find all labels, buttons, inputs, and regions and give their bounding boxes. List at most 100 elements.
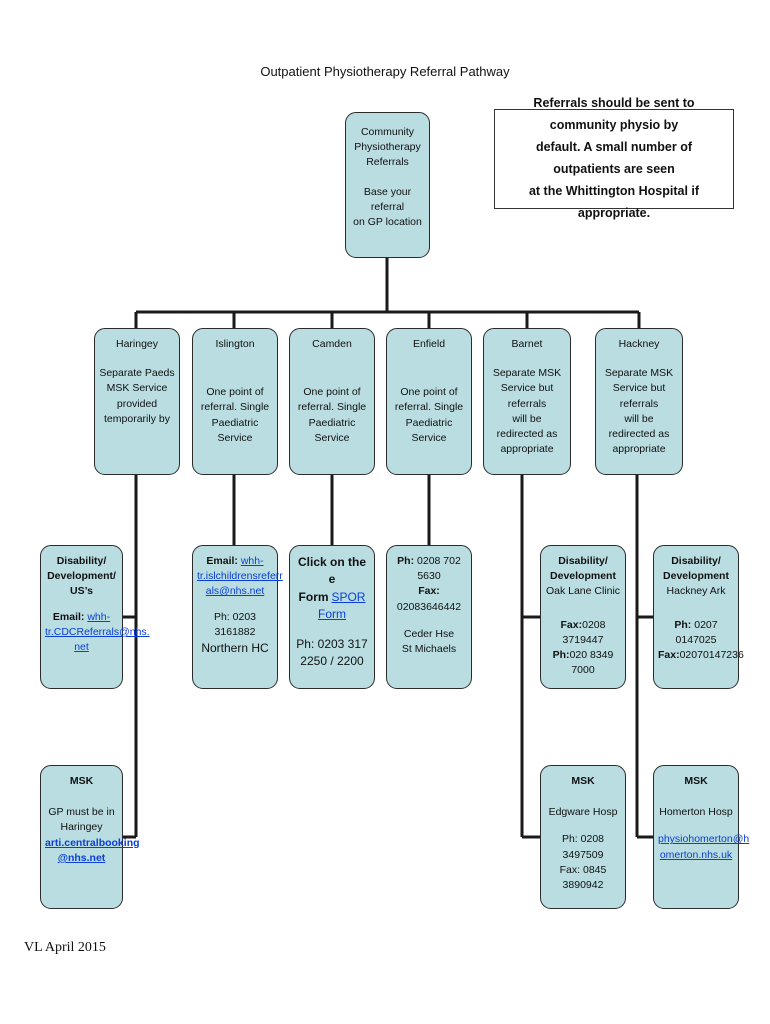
- root-line: Community: [360, 126, 415, 138]
- barnet-msk-box: MSK Edgware Hosp Ph: 0208 3497509 Fax: 0…: [540, 765, 626, 909]
- area-desc: Separate Paeds: [99, 367, 175, 380]
- site-text: Northern HC: [201, 641, 269, 656]
- fax-label: Fax:: [560, 618, 583, 631]
- email-link[interactable]: als@nhs.net: [205, 585, 265, 598]
- area-desc: Paediatric Service: [211, 416, 259, 444]
- area-desc: temporarily by: [104, 412, 170, 425]
- box-heading: Development: [663, 570, 729, 583]
- email-link[interactable]: tr.CDCReferrals@nhs.: [45, 625, 150, 638]
- email-link[interactable]: @nhs.net: [57, 851, 106, 864]
- area-desc: appropriate: [500, 443, 554, 456]
- area-desc: MSK Service: [106, 382, 168, 395]
- area-desc: appropriate: [612, 443, 666, 456]
- site-text: Hackney Ark: [666, 585, 726, 598]
- email-link[interactable]: arti.centralbooking: [45, 836, 140, 849]
- phone-text: 020 8349 7000: [569, 649, 614, 677]
- box-heading: MSK: [684, 775, 708, 787]
- email-link[interactable]: whh-: [240, 555, 264, 567]
- box-heading: Disability/: [558, 555, 608, 567]
- site-text: St Michaels: [401, 643, 457, 656]
- area-barnet-box: Barnet Separate MSK Service but referral…: [483, 328, 571, 475]
- phone-text: 2250 / 2200: [300, 653, 364, 668]
- phone-text: Ph: 0203 317: [296, 636, 368, 651]
- haringey-msk-box: MSK GP must be in Haringey arti.centralb…: [40, 765, 140, 909]
- box-heading: MSK: [69, 775, 94, 787]
- email-link[interactable]: net: [74, 641, 89, 654]
- box-heading: Development: [550, 570, 616, 583]
- email-link[interactable]: omerton.nhs.uk: [659, 848, 733, 861]
- enfield-contact-box: Ph: 0208 702 5630 Fax: 02083646442 Ceder…: [386, 545, 472, 689]
- area-desc: will be redirected as: [496, 412, 558, 441]
- area-desc: provided: [116, 397, 158, 410]
- area-desc: One point of: [400, 386, 458, 399]
- root-line: Physiotherapy: [354, 141, 421, 154]
- email-link[interactable]: tr.islchildrensreferr: [197, 570, 283, 583]
- area-enfield-box: Enfield One point of referral. Single Pa…: [386, 328, 472, 475]
- site-text: Homerton Hosp: [659, 806, 733, 819]
- area-name: Hackney: [618, 338, 660, 350]
- page-title: Outpatient Physiotherapy Referral Pathwa…: [260, 64, 510, 79]
- fax-text: 02070147236: [679, 649, 744, 662]
- email-label: Email:: [206, 555, 238, 567]
- area-desc: referral. Single: [394, 401, 464, 414]
- box-heading: MSK: [571, 775, 595, 787]
- area-desc: Service but referrals: [500, 382, 554, 410]
- default-referral-note: Referrals should be sent to community ph…: [494, 96, 734, 220]
- site-text: Oak Lane Clinic: [545, 585, 621, 598]
- root-line: Referrals: [366, 156, 409, 169]
- footer-version: VL April 2015: [24, 940, 106, 955]
- note-line: Referrals should be sent to community ph…: [533, 96, 695, 133]
- hackney-disability-box: Disability/ Development Hackney Ark Ph: …: [653, 545, 744, 689]
- area-name: Barnet: [511, 338, 543, 350]
- hackney-msk-box: MSK Homerton Hosp physiohomerton@h omert…: [653, 765, 750, 909]
- root-community-physio-box: Community Physiotherapy Referrals Base y…: [345, 112, 430, 258]
- phone-label: Ph:: [674, 618, 692, 631]
- note-line: at the Whittington Hospital if appropria…: [528, 183, 700, 220]
- email-link[interactable]: physiohomerton@h: [658, 833, 750, 846]
- fax-label: Fax:: [658, 649, 680, 662]
- haringey-disability-box: Disability/ Development/ US’s Email: whh…: [40, 545, 150, 689]
- area-desc: Service but referrals: [612, 382, 666, 410]
- fax-label: Fax:: [418, 585, 440, 598]
- area-desc: One point of: [303, 386, 361, 399]
- fax-text: Fax: 0845 3890942: [559, 863, 607, 892]
- site-text: Ceder Hse: [403, 627, 455, 640]
- box-heading: Disability/: [56, 555, 107, 567]
- area-desc: referral. Single: [200, 401, 270, 414]
- area-hackney-box: Hackney Separate MSK Service but referra…: [595, 328, 683, 475]
- box-heading: Development/ US’s: [47, 570, 116, 598]
- area-name: Enfield: [412, 338, 446, 350]
- area-desc: Separate MSK: [492, 367, 562, 380]
- box-heading: Disability/: [671, 555, 721, 567]
- area-camden-box: Camden One point of referral. Single Pae…: [289, 328, 375, 475]
- phone-text: 0207 0147025: [675, 618, 718, 646]
- phone-text: Ph: 0208 3497509: [561, 833, 605, 861]
- area-desc: Paediatric Service: [308, 416, 356, 444]
- form-label: Form: [298, 589, 329, 604]
- phone-text: 0208 702 5630: [417, 555, 461, 583]
- area-islington-box: Islington One point of referral. Single …: [192, 328, 278, 475]
- barnet-disability-box: Disability/ Development Oak Lane Clinic …: [540, 545, 626, 689]
- msk-line: GP must be in: [48, 806, 115, 819]
- area-name: Haringey: [115, 338, 159, 350]
- area-name: Camden: [312, 338, 352, 350]
- camden-contact-box: Click on the e Form SPOR Form Ph: 0203 3…: [289, 545, 375, 689]
- form-instruction: Click on the e: [297, 555, 366, 587]
- area-desc: Paediatric Service: [405, 416, 453, 444]
- phone-text: Ph: 0203 3161882: [213, 610, 257, 638]
- site-text: Edgware Hosp: [548, 806, 618, 819]
- spor-form-link[interactable]: SPOR Form: [318, 589, 366, 622]
- email-label: Email:: [52, 610, 85, 623]
- area-desc: will be redirected as: [608, 412, 670, 441]
- area-name: Islington: [215, 338, 255, 350]
- area-haringey-box: Haringey Separate Paeds MSK Service prov…: [94, 328, 180, 475]
- fax-text: 02083646442: [396, 600, 462, 613]
- phone-label: Ph:: [552, 649, 570, 662]
- root-line: on GP location: [353, 216, 422, 229]
- fax-text: 0208 3719447: [562, 618, 606, 646]
- phone-label: Ph:: [397, 555, 415, 567]
- msk-line: Haringey: [60, 821, 103, 834]
- area-desc: referral. Single: [297, 401, 367, 414]
- email-link[interactable]: whh-: [87, 610, 111, 623]
